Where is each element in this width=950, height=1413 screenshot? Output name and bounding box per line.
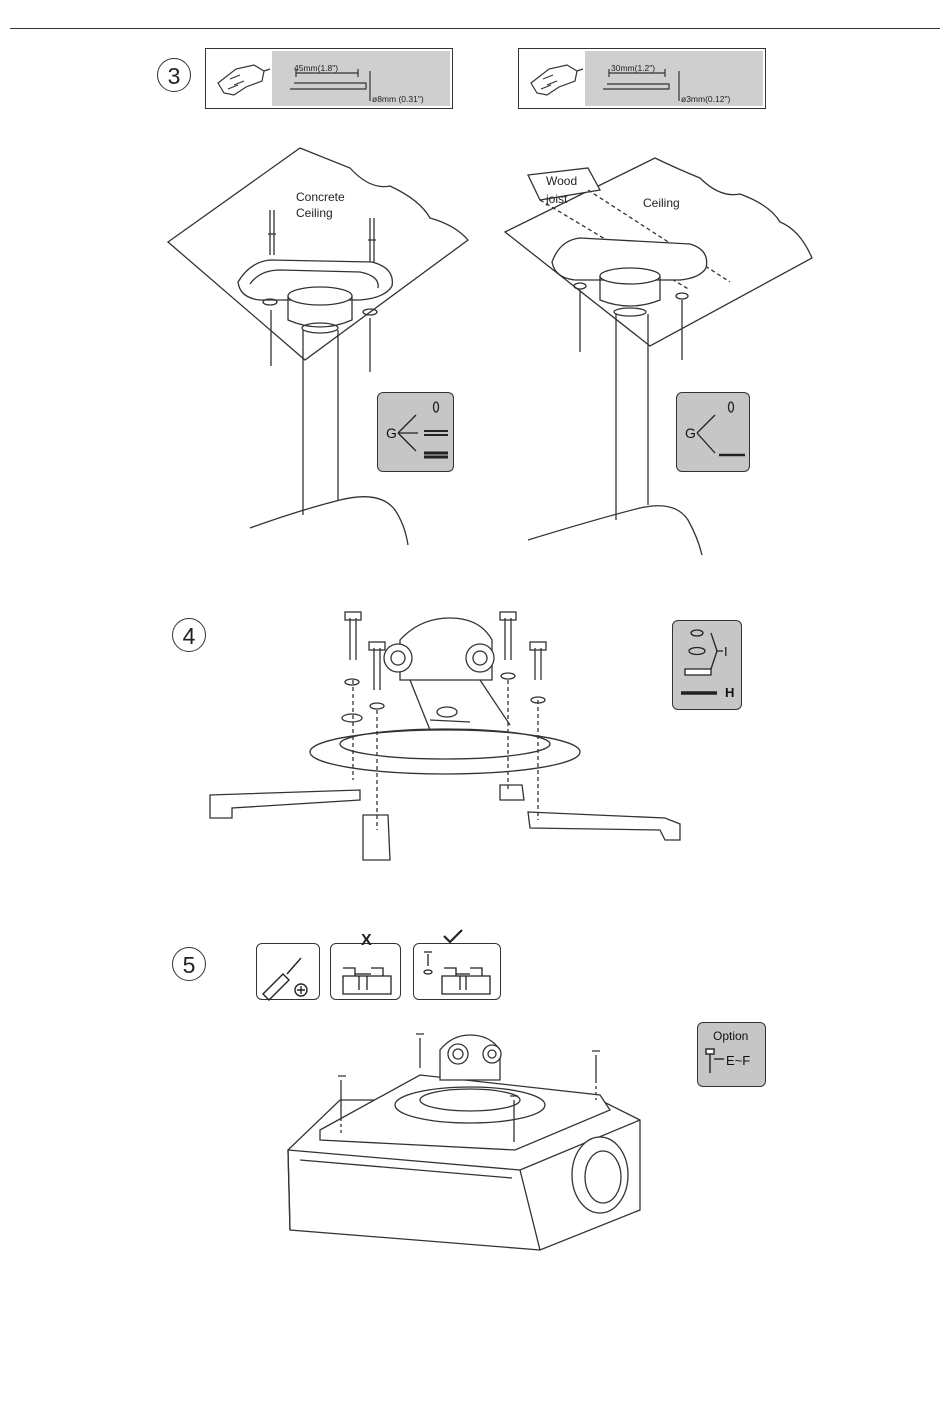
projector-mounting-illustration xyxy=(0,0,950,1413)
